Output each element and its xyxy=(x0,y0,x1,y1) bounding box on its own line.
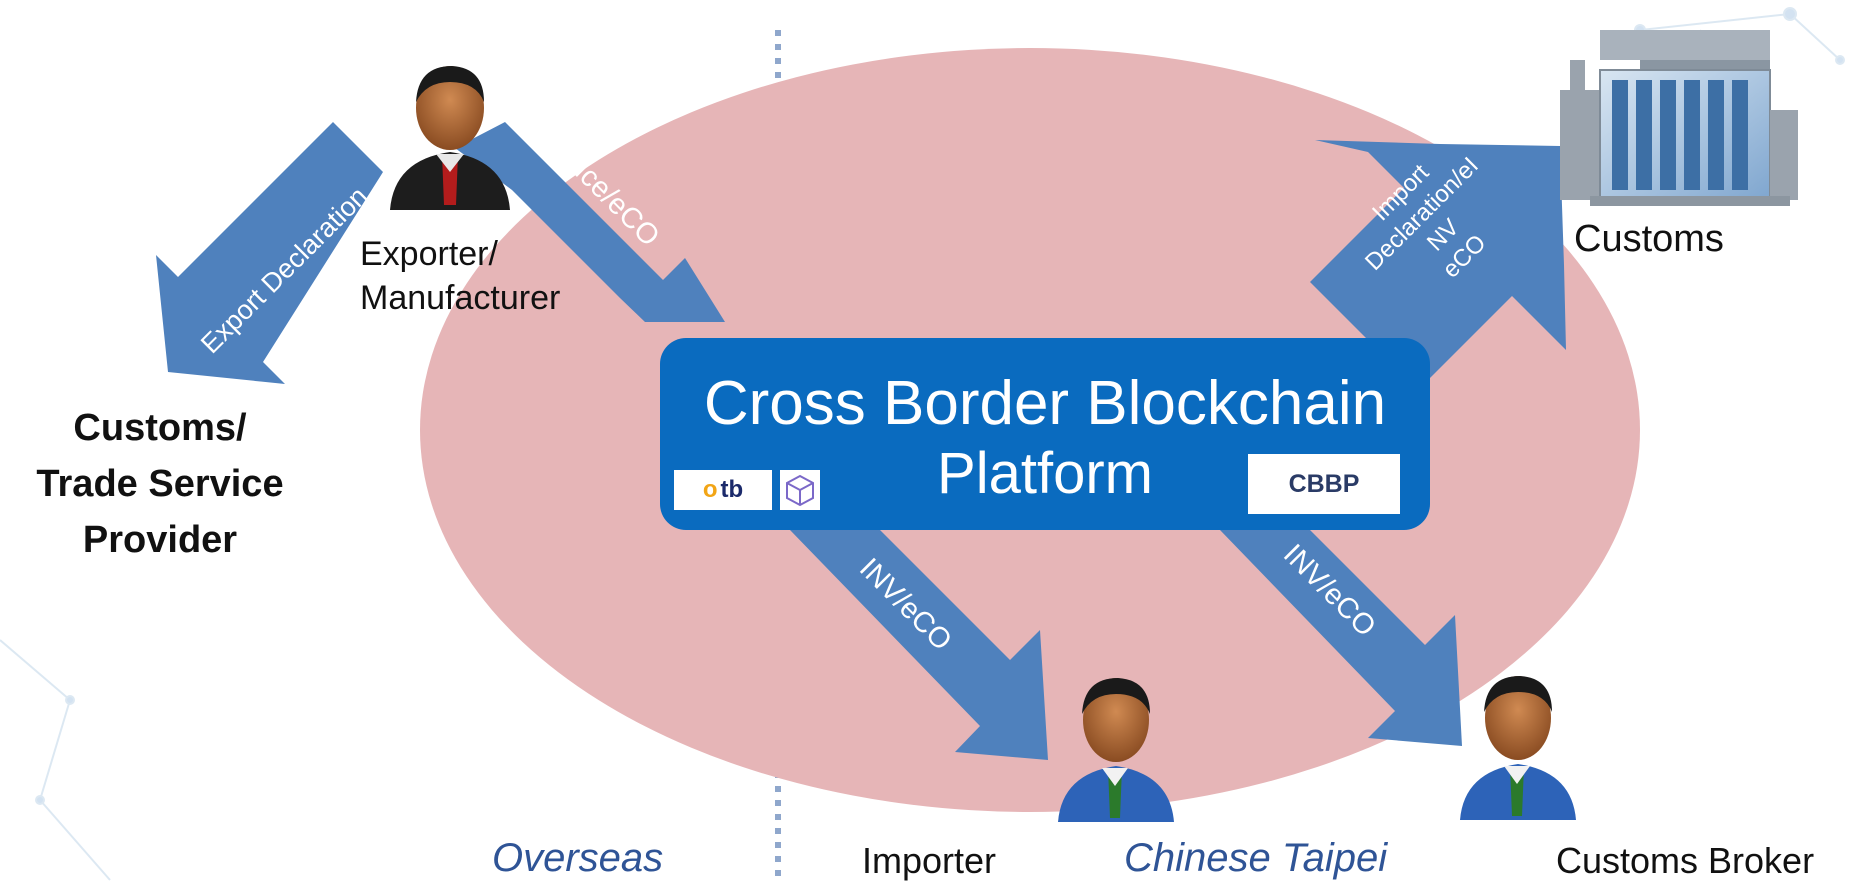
invoice-eco-arrow xyxy=(455,122,725,322)
region-overseas-label: Overseas xyxy=(492,836,664,880)
otb-logo-text: tb xyxy=(720,476,744,503)
importer-person-icon xyxy=(1058,678,1174,822)
customs-provider-line2: Trade Service xyxy=(36,463,284,505)
cube-logo-icon xyxy=(780,470,820,510)
customs-provider-line3: Provider xyxy=(82,519,238,561)
broker-person-icon xyxy=(1460,676,1576,820)
customs-label: Customs xyxy=(1574,218,1724,260)
exporter-label-line2: Manufacturer xyxy=(360,279,561,317)
customs-building-icon xyxy=(1560,30,1798,206)
region-chinese-taipei-label: Chinese Taipei xyxy=(1124,836,1388,880)
import-declaration-arrow xyxy=(1310,140,1566,390)
otb-logo-o: o xyxy=(702,476,718,503)
exporter-person-icon xyxy=(390,66,510,210)
customs-broker-label: Customs Broker xyxy=(1556,840,1815,881)
cbbp-logo: CBBP xyxy=(1248,454,1400,514)
customs-provider-label: Customs/ Trade Service Provider xyxy=(0,400,320,568)
inv-eco-importer-arrow xyxy=(790,530,1048,760)
platform-title-line2: Platform xyxy=(937,441,1153,506)
customs-provider-line1: Customs/ xyxy=(73,407,247,449)
inv-eco-broker-arrow xyxy=(1220,530,1462,746)
exporter-label: Exporter/ Manufacturer xyxy=(360,232,560,320)
importer-label: Importer xyxy=(862,840,997,881)
export-declaration-arrow xyxy=(156,122,383,384)
platform-title-line1: Cross Border Blockchain xyxy=(703,369,1387,438)
exporter-label-line1: Exporter/ xyxy=(360,235,498,273)
